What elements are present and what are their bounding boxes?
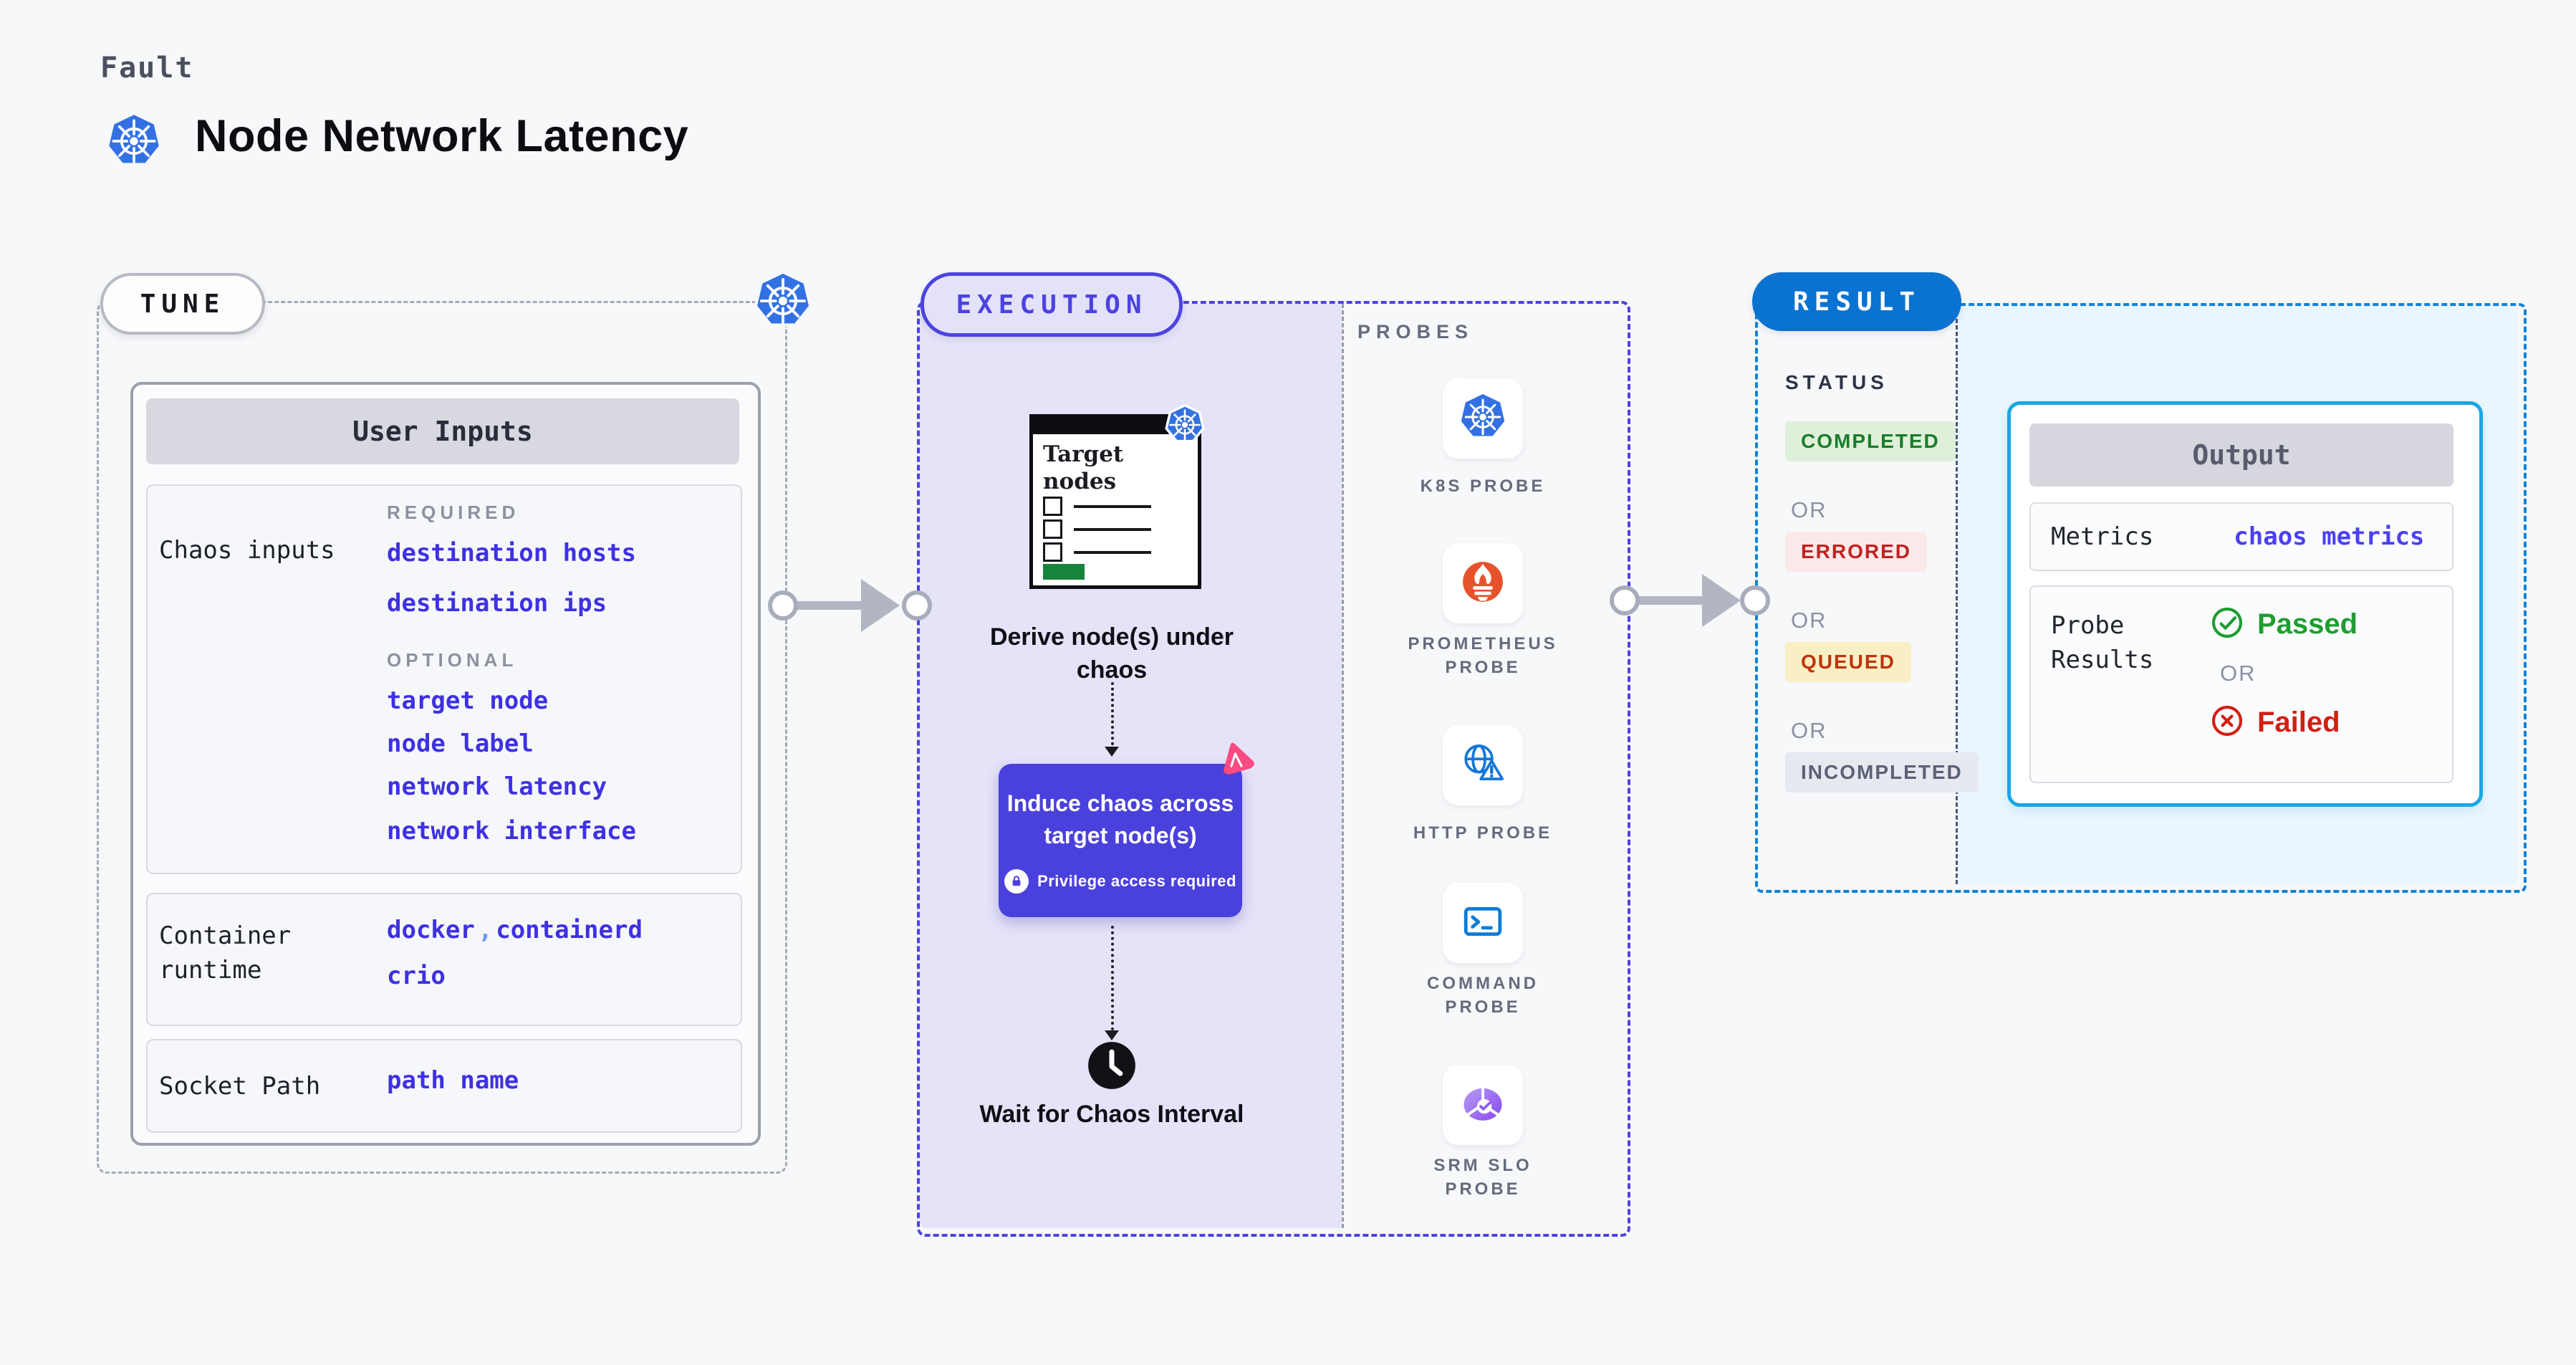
runtime-value: containerd bbox=[496, 916, 643, 944]
probe-label: PROMETHEUS PROBE bbox=[1408, 634, 1558, 677]
chaos-input-value: node label bbox=[387, 729, 534, 758]
tune-section bbox=[97, 301, 787, 1174]
failed-label: Failed bbox=[2257, 707, 2340, 738]
socket-path-value: path name bbox=[387, 1066, 519, 1095]
probe-card-srm-slo bbox=[1443, 1065, 1523, 1145]
status-badge-queued: QUEUED bbox=[1785, 642, 1911, 682]
list-line bbox=[1074, 504, 1151, 508]
execution-badge: EXECUTION bbox=[921, 272, 1183, 337]
execution-section bbox=[917, 301, 1630, 1237]
privilege-row: Privilege access required bbox=[1004, 869, 1236, 894]
page-title: Node Network Latency bbox=[195, 111, 689, 161]
prometheus-icon bbox=[1458, 557, 1507, 610]
or-label: OR bbox=[1791, 718, 1827, 743]
metrics-value: chaos metrics bbox=[2234, 522, 2425, 551]
fault-kicker: Fault bbox=[100, 52, 194, 85]
probe-label: COMMAND PROBE bbox=[1427, 974, 1539, 1017]
tune-badge: TUNE bbox=[100, 273, 265, 335]
chaos-input-value: network interface bbox=[387, 817, 636, 846]
derive-nodes-label: Derive node(s) under chaos bbox=[989, 623, 1234, 684]
target-nodes-title: Target nodes bbox=[1043, 441, 1124, 494]
target-nodes-window: Target nodes bbox=[1029, 414, 1201, 589]
chaos-input-value: destination ips bbox=[387, 589, 607, 618]
result-badge: RESULT bbox=[1752, 272, 1961, 331]
chaos-inputs-label: Chaos inputs bbox=[159, 536, 335, 565]
probe-card-k8s bbox=[1443, 378, 1523, 459]
probes-heading: PROBES bbox=[1357, 321, 1474, 343]
green-bar bbox=[1043, 564, 1085, 580]
checkbox-icon bbox=[1043, 519, 1062, 539]
kubernetes-icon bbox=[1458, 393, 1507, 445]
status-badge-incompleted: INCOMPLETED bbox=[1785, 752, 1979, 792]
probe-label: SRM SLO PROBE bbox=[1433, 1156, 1532, 1199]
globe-warning-icon bbox=[1458, 739, 1507, 792]
lock-icon bbox=[1004, 869, 1029, 894]
flow-dotted-line bbox=[1111, 926, 1114, 1030]
passed-label: Passed bbox=[2257, 608, 2358, 640]
chaos-input-value: destination hosts bbox=[387, 539, 636, 567]
x-circle-icon bbox=[2210, 704, 2244, 742]
or-label: OR bbox=[1791, 608, 1827, 633]
metrics-label: Metrics bbox=[2051, 522, 2154, 551]
arrow-down-icon bbox=[1105, 747, 1119, 757]
optional-heading: OPTIONAL bbox=[387, 649, 518, 671]
probe-label: K8S PROBE bbox=[1420, 476, 1546, 496]
container-runtime-label: Container runtime bbox=[159, 921, 292, 985]
metrics-row: Metrics chaos metrics bbox=[2029, 502, 2454, 571]
privilege-label: Privilege access required bbox=[1037, 872, 1236, 890]
terminal-icon bbox=[1458, 897, 1507, 949]
probe-label: HTTP PROBE bbox=[1413, 823, 1553, 843]
output-card: Output Metrics chaos metrics Probe Resul… bbox=[2007, 401, 2483, 807]
required-heading: REQUIRED bbox=[387, 502, 520, 523]
litmus-chaos-icon bbox=[1213, 735, 1259, 781]
status-heading: STATUS bbox=[1785, 371, 1888, 393]
runtime-value: docker bbox=[387, 916, 475, 944]
runtime-separator: , bbox=[478, 916, 493, 944]
socket-path-section bbox=[146, 1039, 742, 1133]
connector-node bbox=[902, 590, 932, 621]
status-badge-errored: ERRORED bbox=[1785, 532, 1928, 572]
flow-dotted-line bbox=[1111, 682, 1114, 745]
kubernetes-icon bbox=[1164, 403, 1206, 446]
probe-card-prometheus bbox=[1443, 543, 1523, 623]
induce-chaos-label: Induce chaos across target node(s) bbox=[1006, 790, 1234, 848]
kubernetes-icon bbox=[752, 270, 814, 332]
connector-node bbox=[1610, 585, 1640, 616]
container-runtime-section bbox=[146, 893, 742, 1026]
connector-node bbox=[768, 590, 798, 621]
kubernetes-icon bbox=[105, 112, 163, 171]
chaos-inputs-section bbox=[146, 484, 742, 874]
arrow-down-icon bbox=[1105, 1030, 1119, 1040]
window-title-bar bbox=[1032, 417, 1191, 434]
clock-icon bbox=[1087, 1040, 1137, 1091]
chaos-input-value: target node bbox=[387, 686, 549, 715]
failed-row: Failed bbox=[2210, 704, 2358, 742]
check-circle-icon bbox=[2210, 605, 2244, 643]
user-inputs-title: User Inputs bbox=[146, 398, 739, 464]
probe-card-http bbox=[1443, 725, 1523, 805]
list-line bbox=[1074, 550, 1151, 554]
status-badge-completed: COMPLETED bbox=[1785, 421, 1956, 461]
or-label: OR bbox=[2220, 661, 2257, 686]
wait-interval-label: Wait for Chaos Interval bbox=[979, 1101, 1244, 1128]
probe-card-command bbox=[1443, 883, 1523, 963]
checkbox-icon bbox=[1043, 542, 1062, 562]
list-line bbox=[1074, 527, 1151, 531]
runtime-value: crio bbox=[387, 962, 446, 990]
probes-divider bbox=[1342, 304, 1344, 1228]
probe-results-row: Probe Results Passed OR Failed bbox=[2029, 585, 2454, 783]
checkbox-icon bbox=[1043, 497, 1062, 516]
chaos-input-value: network latency bbox=[387, 772, 607, 801]
passed-row: Passed bbox=[2210, 605, 2358, 643]
socket-path-label: Socket Path bbox=[159, 1072, 321, 1101]
probe-results-label: Probe Results bbox=[2051, 611, 2154, 674]
slo-gauge-icon bbox=[1458, 1079, 1507, 1131]
or-label: OR bbox=[1791, 497, 1827, 522]
status-divider bbox=[1956, 306, 1958, 884]
induce-chaos-card: Induce chaos across target node(s) Privi… bbox=[999, 764, 1242, 917]
output-title: Output bbox=[2029, 423, 2454, 487]
connector-node bbox=[1740, 585, 1770, 616]
